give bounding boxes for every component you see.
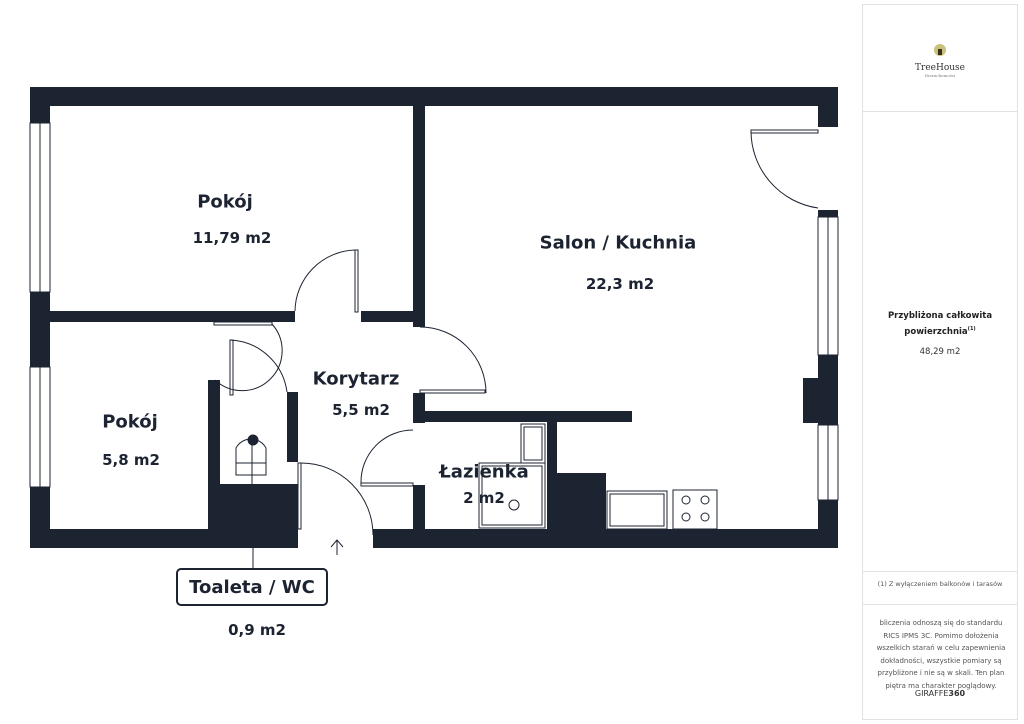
giraffe360-brand: GIRAFFE360 (863, 689, 1017, 698)
room-area-pokoj-2: 5,8 m2 (102, 451, 160, 469)
total-area-label-line2: powierzchnia (904, 326, 968, 337)
footnote-text: (1) Z wyłączeniem balkonów i tarasów (877, 580, 1003, 588)
entrance-arrow-icon (330, 539, 344, 555)
doors (213, 129, 819, 536)
room-area-lazienka: 2 m2 (463, 489, 505, 507)
shower-icon (478, 462, 546, 529)
footnote-mark: (1) (967, 326, 976, 332)
room-name-pokoj-1: Pokój (197, 191, 253, 213)
floor-plan (29, 87, 839, 568)
room-name-korytarz: Korytarz (312, 368, 400, 390)
fixtures (235, 423, 718, 568)
total-area-label-line1: Przybliżona całkowita (887, 311, 993, 321)
disclaimer-text: bliczenia odnoszą się do standardu RICS … (876, 619, 1006, 690)
room-area-pokoj-1: 11,79 m2 (192, 229, 272, 247)
room-area-salon: 22,3 m2 (585, 275, 655, 293)
room-area-wc: 0,9 m2 (228, 621, 286, 639)
logo-name: TreeHouse (915, 63, 965, 73)
divider (863, 571, 1017, 572)
logo-tagline: Nieruchomości (924, 73, 956, 78)
info-panel: TreeHouse Nieruchomości Przybliżona całk… (862, 4, 1018, 720)
room-name-wc: Toaleta / WC (176, 568, 328, 606)
tree-icon (934, 44, 946, 56)
treehouse-logo: TreeHouse Nieruchomości (863, 43, 1017, 78)
windows (29, 122, 839, 501)
walls (30, 87, 838, 548)
total-area-label: Przybliżona całkowita powierzchnia(1) (863, 310, 1017, 339)
stove-icon (672, 489, 718, 530)
divider (863, 111, 1017, 112)
room-name-salon: Salon / Kuchnia (539, 232, 697, 254)
total-area-value: 48,29 m2 (919, 347, 961, 357)
room-area-korytarz: 5,5 m2 (332, 401, 390, 419)
room-name-pokoj-2: Pokój (102, 411, 158, 433)
divider (863, 604, 1017, 605)
sink-icon (520, 423, 546, 464)
room-name-lazienka: Łazienka (439, 461, 529, 483)
brand-part2: 360 (948, 689, 966, 698)
brand-part1: GIRAFFE (914, 689, 949, 698)
kitchen-sink-icon (606, 490, 668, 530)
